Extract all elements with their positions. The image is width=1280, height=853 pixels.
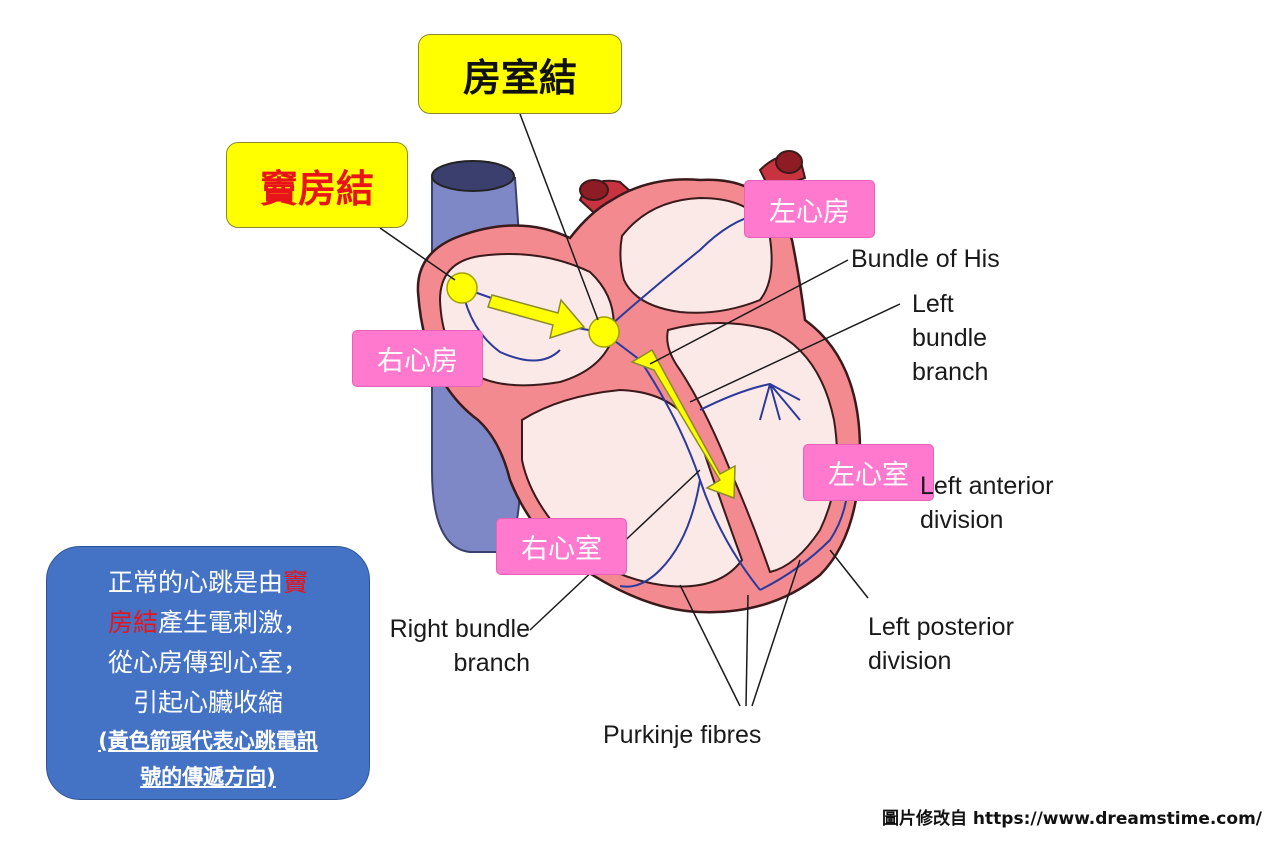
sa-node-callout: 竇房結 — [226, 142, 408, 228]
explanation-box: 正常的心跳是由竇 房結產生電刺激， 從心房傳到心室， 引起心臟收縮 (黃色箭頭代… — [46, 546, 370, 800]
info-line-3: 從心房傳到心室， — [107, 648, 308, 677]
bundle-of-his-label: Bundle of His — [851, 245, 1000, 273]
av-node-dot — [588, 316, 620, 348]
info-note-1: (黃色箭頭代表心跳電訊 — [98, 729, 318, 753]
signal-arrows — [487, 294, 736, 500]
info-note-2: 號的傳遞方向) — [140, 765, 276, 789]
left-posterior-division-label: Left posterior division — [868, 613, 1014, 675]
av-node-label: 房室結 — [462, 55, 577, 100]
right-atrium-label: 右心房 — [352, 330, 483, 387]
info-line-1: 正常的心跳是由竇 — [107, 568, 309, 597]
av-node-callout: 房室結 — [418, 34, 622, 114]
sa-node-label: 竇房結 — [259, 166, 374, 211]
image-credit: 圖片修改自 https://www.dreamstime.com/ — [882, 809, 1262, 829]
right-bundle-branch-label: Right bundle branch — [389, 615, 530, 677]
left-ventricle-label: 左心室 — [803, 444, 934, 501]
bundle-arrow — [630, 348, 736, 500]
left-anterior-division-label: Left anterior division — [920, 472, 1054, 534]
left-ventricle-cavity — [666, 322, 838, 574]
left-bundle-branch-label: Left bundle branch — [912, 290, 989, 386]
purkinje-fibres-label: Purkinje fibres — [603, 721, 762, 749]
sa-to-av-arrow — [487, 294, 586, 340]
left-atrium-label: 左心房 — [744, 180, 875, 238]
info-line-4: 引起心臟收縮 — [132, 688, 283, 717]
info-line-2: 房結產生電刺激， — [107, 608, 309, 637]
credit-url: https://www.dreamstime.com/ — [972, 809, 1262, 829]
right-ventricle-label: 右心室 — [496, 518, 627, 575]
